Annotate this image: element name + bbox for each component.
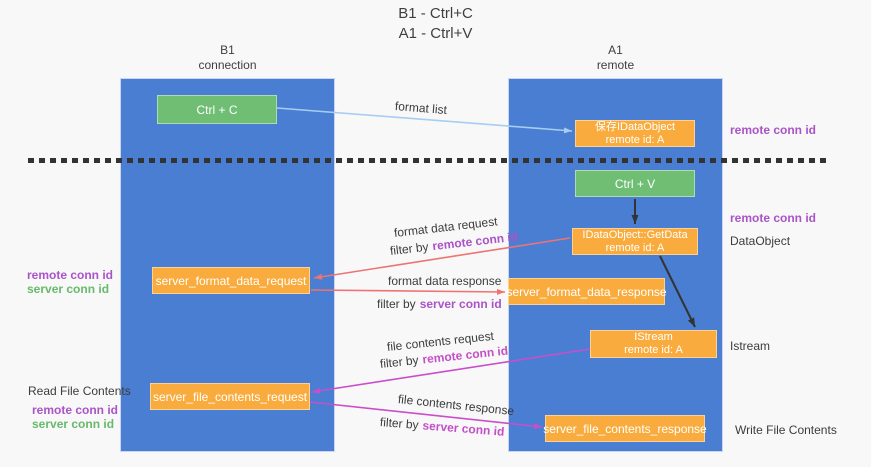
node-ctrl-v: Ctrl + V [575,170,695,197]
filter-by-text-3: filter by [379,352,420,371]
node-istream-line1: IStream [634,331,673,343]
node-save-idataobject-line2: remote id: A [605,133,665,146]
node-server-file-contents-request-label: server_file_contents_request [152,389,308,404]
filter-by-text-1: filter by [389,239,430,258]
label-dataobject: DataObject [730,234,791,248]
node-idataobject-getdata-line2: remote id: A [605,241,665,254]
label-remote-conn-id-top-right: remote conn id [730,123,817,137]
label-remote-conn-id-top-left: remote conn id [27,268,114,282]
lane-header-b1: B1 connection [120,43,335,73]
lane-header-a1: A1 remote [508,43,723,73]
title-line-1: B1 - Ctrl+C [398,5,473,22]
label-server-conn-id-bottom-left: server conn id [32,417,115,431]
filter-by-text-2: filter by [377,297,416,311]
label-remote-conn-id-mid-right: remote conn id [730,211,817,225]
node-ctrl-v-label: Ctrl + V [614,176,656,191]
node-idataobject-getdata: IDataObject::GetData remote id: A [572,228,698,255]
filter-server-conn-id-value-2: server conn id [422,418,505,439]
label-server-conn-id-top-left: server conn id [27,282,110,296]
edge-label-format-data-response: format data response [388,274,502,288]
lane-a1-name: A1 [608,43,623,57]
filter-by-text-4: filter by [379,415,420,433]
node-server-file-contents-response-label: server_file_contents_response [543,421,707,436]
node-server-format-data-request-label: server_format_data_request [155,273,307,288]
diagram-title: B1 - Ctrl+C A1 - Ctrl+V [0,4,871,44]
node-istream-line2: remote id: A [624,344,683,356]
title-line-2: A1 - Ctrl+V [398,25,473,42]
label-write-file-contents: Write File Contents [735,423,837,437]
node-ctrl-c: Ctrl + C [157,95,277,124]
node-istream: IStream remote id: A [590,330,717,358]
filter-server-conn-id-value-1: server conn id [419,297,502,311]
node-server-file-contents-response: server_file_contents_response [543,415,707,442]
label-read-file-contents: Read File Contents [28,384,131,398]
lane-b1-name: B1 [220,43,235,57]
node-ctrl-c-label: Ctrl + C [196,102,238,117]
node-save-idataobject-line1: 保存IDataObject [594,120,676,133]
label-istream: Istream [730,339,771,353]
node-server-format-data-request: server_format_data_request [152,267,310,294]
phase-divider-dashed-line [28,158,831,163]
arrow-format-data-response [310,288,506,295]
node-idataobject-getdata-line1: IDataObject::GetData [582,228,688,241]
node-server-format-data-response-label: server_format_data_response [506,284,667,299]
label-remote-conn-id-bottom-left: remote conn id [32,403,119,417]
node-save-idataobject: 保存IDataObject remote id: A [575,120,695,147]
edge-label-format-list: format list [394,99,448,118]
node-server-file-contents-request: server_file_contents_request [150,383,310,410]
lane-a1-role: remote [596,58,635,72]
lane-b1-role: connection [198,58,257,72]
node-server-format-data-response: server_format_data_response [506,278,667,305]
edge-label-file-contents-response: file contents response [397,392,515,419]
